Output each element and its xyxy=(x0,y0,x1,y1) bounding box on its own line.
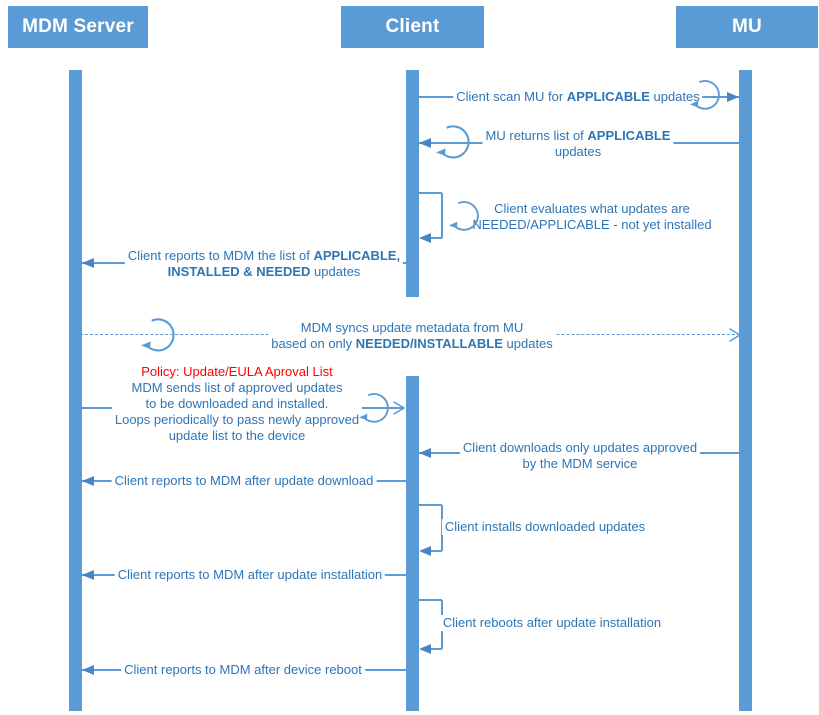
message-report-after-reboot-arrowhead-left-icon xyxy=(82,664,94,675)
message-policy-approval-list-loop-icon xyxy=(357,391,391,425)
message-scan-mu-label: Client scan MU for APPLICABLE updates xyxy=(453,89,703,105)
message-client-evaluates-arrowhead-left-icon xyxy=(419,232,431,243)
lifeline-mdm-server xyxy=(69,70,82,711)
message-client-reboots-arrowhead-left-icon xyxy=(419,643,431,654)
actor-box-mu: MU xyxy=(676,6,818,48)
message-mdm-syncs-metadata-open-arrowhead-right-icon xyxy=(729,328,742,347)
message-client-reports-list-arrowhead-left-icon xyxy=(82,257,94,268)
selfloop-client-installs-bottom-line xyxy=(430,550,442,552)
lifeline-client xyxy=(406,70,419,297)
message-client-installs-arrowhead-left-icon xyxy=(419,545,431,556)
message-mdm-syncs-metadata-loop-icon xyxy=(139,316,177,354)
actor-box-mdm-server: MDM Server xyxy=(8,6,148,48)
message-client-reboots-label: Client reboots after update installation xyxy=(439,615,665,631)
message-policy-approval-list-label: Policy: Update/EULA Aproval List xyxy=(138,364,336,380)
message-scan-mu-arrowhead-right-icon xyxy=(727,91,739,102)
message-client-reports-list-label: Client reports to MDM the list of APPLIC… xyxy=(124,248,404,280)
lifeline-client xyxy=(406,376,419,711)
message-report-after-reboot-label: Client reports to MDM after device reboo… xyxy=(121,662,365,678)
message-mdm-syncs-metadata-open-arrowhead-left-icon xyxy=(68,328,81,347)
message-mu-returns-list-loop-icon xyxy=(434,123,472,161)
selfloop-client-reboots-bottom-line xyxy=(430,648,442,650)
selfloop-client-evaluates-right-line xyxy=(441,193,443,238)
message-scan-mu-loop-icon xyxy=(688,78,722,112)
message-report-after-download-label: Client reports to MDM after update downl… xyxy=(111,473,377,489)
selfloop-client-evaluates-bottom-line xyxy=(430,237,442,239)
message-policy-approval-list-open-arrowhead-right-icon xyxy=(393,401,406,420)
message-client-evaluates-loop-icon xyxy=(447,199,481,233)
lifeline-mu xyxy=(739,70,752,711)
message-report-after-download-arrowhead-left-icon xyxy=(82,475,94,486)
selfloop-client-reboots-top-line xyxy=(419,599,442,601)
message-report-after-install-label: Client reports to MDM after update insta… xyxy=(114,567,386,583)
selfloop-client-installs-top-line xyxy=(419,504,442,506)
message-mu-returns-list-arrowhead-left-icon xyxy=(419,137,431,148)
selfloop-client-evaluates-top-line xyxy=(419,192,442,194)
message-report-after-install-arrowhead-left-icon xyxy=(82,569,94,580)
message-client-installs-label: Client installs downloaded updates xyxy=(441,519,649,535)
message-client-downloads-arrowhead-left-icon xyxy=(419,447,431,458)
actor-box-client: Client xyxy=(341,6,484,48)
